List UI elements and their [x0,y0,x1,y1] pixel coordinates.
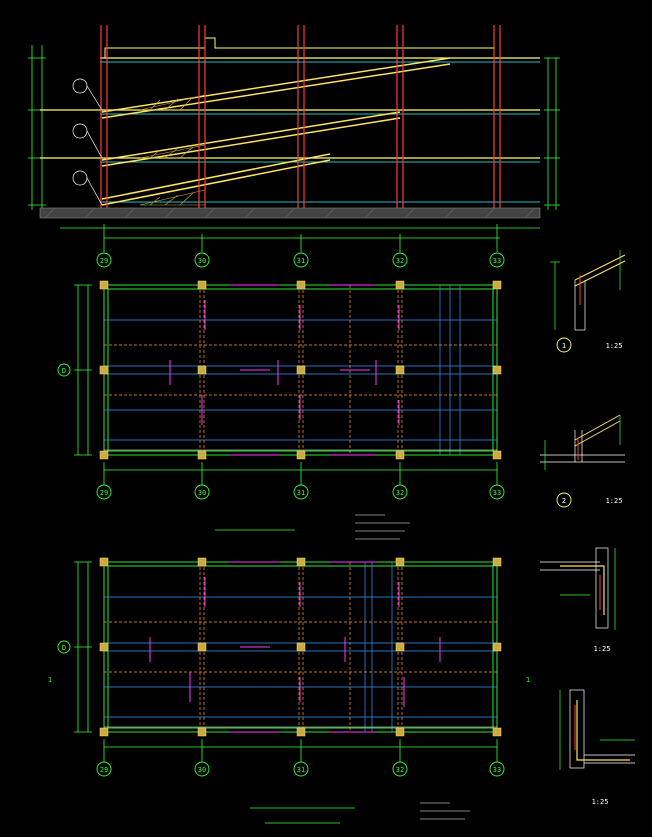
plan-lower-axis-32-circle [392,761,408,777]
section-axis-30-circle [194,252,210,268]
section-axis-30-label: 30 [198,257,206,265]
plan-upper-axis-32-label: 32 [396,489,404,497]
plan-lower-axis-30-label: 30 [198,766,206,774]
plan-upper-axis-bubbles: 29 30 31 32 33 [96,484,505,500]
plan-lower-axis-33: 33 [489,761,505,777]
plan-lower-axis-30-circle [194,761,210,777]
plan-lower-axis-30: 30 [194,761,210,777]
section-axis-32-label: 32 [396,257,404,265]
section-axis-31: 31 [293,252,309,268]
plan-lower-left-axis: D [57,640,71,654]
section-axis-33-label: 33 [493,257,501,265]
detail-2-id: 2 [562,497,566,505]
plan-upper-axis-32-circle [392,484,408,500]
ramp-section-view: 29 30 31 32 33 [28,25,560,268]
plan-view-lower: 29 30 31 32 33 D [57,557,505,824]
plan-upper-axis-29-circle [96,484,112,500]
section-axis-31-label: 31 [297,257,305,265]
plan-lower-axis-32: 32 [392,761,408,777]
section-axis-29-circle [96,252,112,268]
detail-1-bubble [556,337,572,353]
section-axis-29: 29 [96,252,112,268]
plan-upper-axis-30-label: 30 [198,489,206,497]
plan-upper-axis-33: 33 [489,484,505,500]
section-axis-bubbles: 29 30 31 32 33 [96,252,505,268]
plan-upper-axis-32: 32 [392,484,408,500]
margin-mark-2: 1 [526,676,530,684]
plan-lower-axis-33-label: 33 [493,766,501,774]
detail-drawings: 1 1:25 2 1:25 1:25 1:25 [540,250,635,806]
plan-upper-axis-33-circle [489,484,505,500]
section-axis-29-label: 29 [100,257,108,265]
detail-2-bubble [556,492,572,508]
section-axis-30: 30 [194,252,210,268]
section-axis-31-circle [293,252,309,268]
plan-lower-axis-32-label: 32 [396,766,404,774]
plan-upper-axis-30-circle [194,484,210,500]
plan-upper-axis-29: 29 [96,484,112,500]
margin-mark-1: 1 [48,676,52,684]
detail-2-scale: 1:25 [606,497,623,505]
plan-lower-axis-31: 31 [293,761,309,777]
section-axis-33: 33 [489,252,505,268]
plan-lower-axis-33-circle [489,761,505,777]
plan-upper-axis-30: 30 [194,484,210,500]
plan-upper-axis-33-label: 33 [493,489,501,497]
plan-lower-axis-left: D [57,640,71,654]
detail-4-scale: 1:25 [592,798,609,806]
plan-upper-axis-31: 31 [293,484,309,500]
plan-view-upper: 29 30 31 32 33 D [57,280,505,540]
plan-lower-axis-bubbles: 29 30 31 32 33 [96,761,505,777]
plan-lower-axis-29-circle [96,761,112,777]
plan-lower-axis-31-circle [293,761,309,777]
plan-upper-left-axis: D [57,363,71,377]
plan-lower-axis-31-label: 31 [297,766,305,774]
plan-upper-axis-31-label: 31 [297,489,305,497]
detail-1-id: 1 [562,342,566,350]
plan-lower-axis-left-circle [57,640,71,654]
plan-upper-axis-31-circle [293,484,309,500]
detail-1-scale: 1:25 [606,342,623,350]
section-axis-32-circle [392,252,408,268]
plan-lower-axis-29: 29 [96,761,112,777]
detail-3-scale: 1:25 [594,645,611,653]
plan-lower-axis-left-label: D [62,644,66,652]
plan-upper-axis-left-label: D [62,367,66,375]
detail-labels: 1 1:25 2 1:25 1:25 1:25 [556,337,623,806]
plan-upper-axis-left: D [57,363,71,377]
section-axis-32: 32 [392,252,408,268]
section-axis-33-circle [489,252,505,268]
plan-upper-axis-29-label: 29 [100,489,108,497]
plan-upper-axis-left-circle [57,363,71,377]
plan-lower-axis-29-label: 29 [100,766,108,774]
